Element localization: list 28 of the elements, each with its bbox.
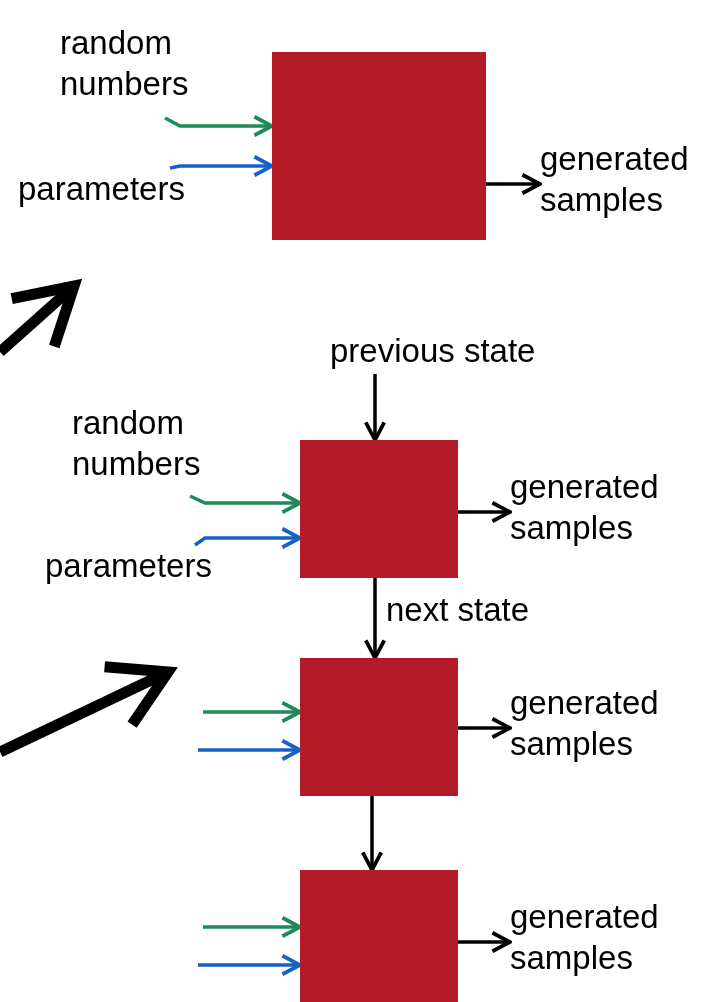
arrow [189,491,302,515]
arrow [486,172,542,196]
arrow [363,578,387,660]
arrow [169,154,274,178]
arrow [458,716,512,740]
arrow [363,374,387,442]
output-label: generated samples [510,466,680,558]
arrow [194,526,302,550]
arrow [360,796,384,872]
input-label: random numbers [60,22,240,118]
input-label: parameters [45,545,275,589]
state-label: previous state [330,330,610,374]
process-block [300,658,458,796]
process-block [300,440,458,578]
output-label: generated samples [540,138,710,230]
arrow [458,930,512,954]
process-block [300,870,458,1002]
output-label: generated samples [510,682,680,774]
input-label: random numbers [72,402,252,496]
process-block [272,52,486,240]
arrow [203,915,302,939]
output-label: generated samples [510,896,680,988]
arrow [198,738,302,762]
arrow [198,953,302,977]
arrow [164,114,274,138]
arrow [458,500,512,524]
input-label: parameters [18,168,248,212]
arrow [203,700,302,724]
